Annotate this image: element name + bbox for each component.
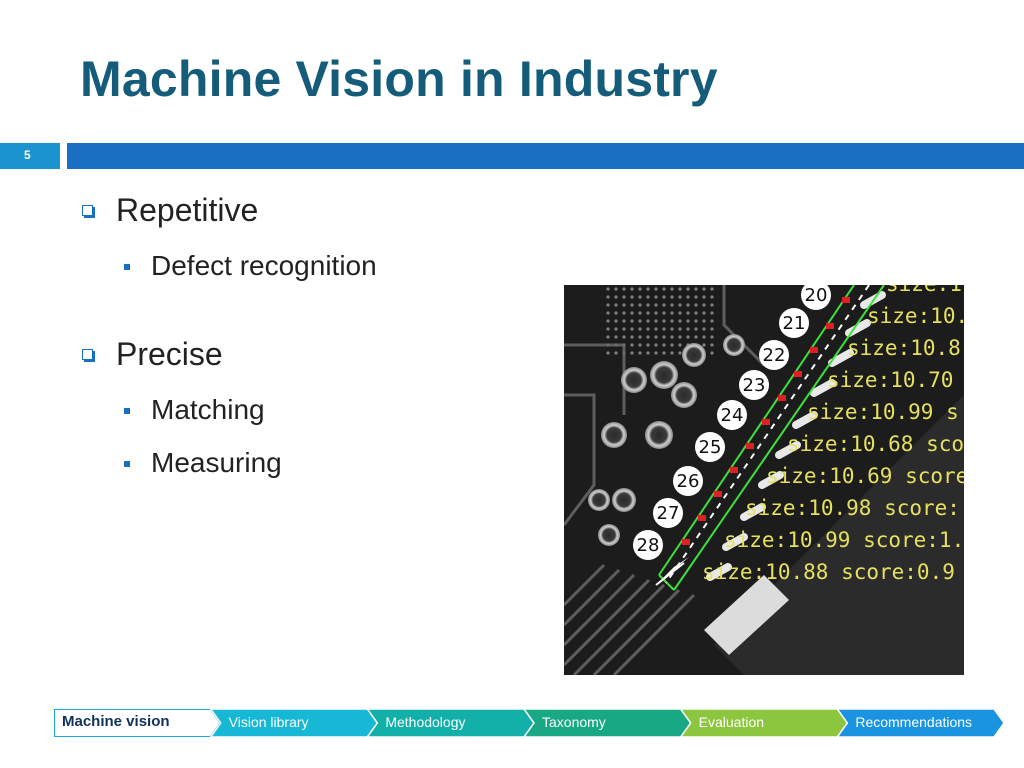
pin-label: 28 <box>637 535 660 556</box>
nav-item-taxonomy[interactable]: Taxonomy <box>542 714 606 730</box>
measurement-label: size:1 <box>886 285 962 296</box>
measurement-label: size:10.69 score <box>766 464 964 488</box>
pin-label: 27 <box>657 503 680 524</box>
header-rule-left <box>0 143 60 169</box>
pin-label: 22 <box>763 345 786 366</box>
measurement-label: size:10.68 sco <box>787 432 964 456</box>
nav-chevron[interactable] <box>679 709 849 737</box>
square-bullet-icon <box>82 205 93 216</box>
measurement-label: size:10.8 <box>847 336 961 360</box>
slide-title: Machine Vision in Industry <box>80 51 718 107</box>
nav-item-methodology[interactable]: Methodology <box>385 714 466 730</box>
small-square-bullet-icon <box>124 408 130 414</box>
square-bullet-icon <box>82 349 93 360</box>
nav-chevron[interactable] <box>836 709 1004 737</box>
small-square-bullet-icon <box>124 461 130 467</box>
nav-item-vision-library[interactable]: Vision library <box>228 714 309 730</box>
nav-chevron[interactable] <box>366 709 535 737</box>
pin-label: 26 <box>677 471 700 492</box>
nav-item-evaluation[interactable]: Evaluation <box>698 714 765 730</box>
pcb-photo-svg: 20 21 22 23 24 25 26 27 28 size:1 size:1… <box>564 285 964 675</box>
measurement-label: size:10.88 score:0.9 <box>702 560 955 584</box>
pin-label: 25 <box>699 437 722 458</box>
measurement-label: size:10.99 s <box>807 400 959 424</box>
nav-chevron[interactable] <box>209 709 379 737</box>
header-rule-right <box>67 143 1024 169</box>
small-square-bullet-icon <box>124 264 130 270</box>
measurement-label: size:10. <box>867 304 964 328</box>
measurement-label: size:10.98 score: <box>745 496 960 520</box>
pin-label: 24 <box>721 405 744 426</box>
measurement-label: size:10.70 <box>827 368 953 392</box>
nav-chevrons-svg <box>54 709 1004 737</box>
pcb-inspection-image: 20 21 22 23 24 25 26 27 28 size:1 size:1… <box>564 285 964 675</box>
slide-number: 5 <box>24 148 31 162</box>
pin-label: 21 <box>783 313 806 334</box>
section-navigation: Machine vision Vision library Methodology T… <box>54 709 1004 737</box>
pin-label: 23 <box>743 375 766 396</box>
pin-label: 20 <box>805 285 828 306</box>
nav-item-recommendations[interactable]: Recommendations <box>855 714 973 730</box>
measurement-label: size:10.99 score:1. <box>724 528 964 552</box>
nav-item-machine-vision[interactable]: Machine vision <box>62 713 170 730</box>
nav-chevron[interactable] <box>523 709 692 737</box>
